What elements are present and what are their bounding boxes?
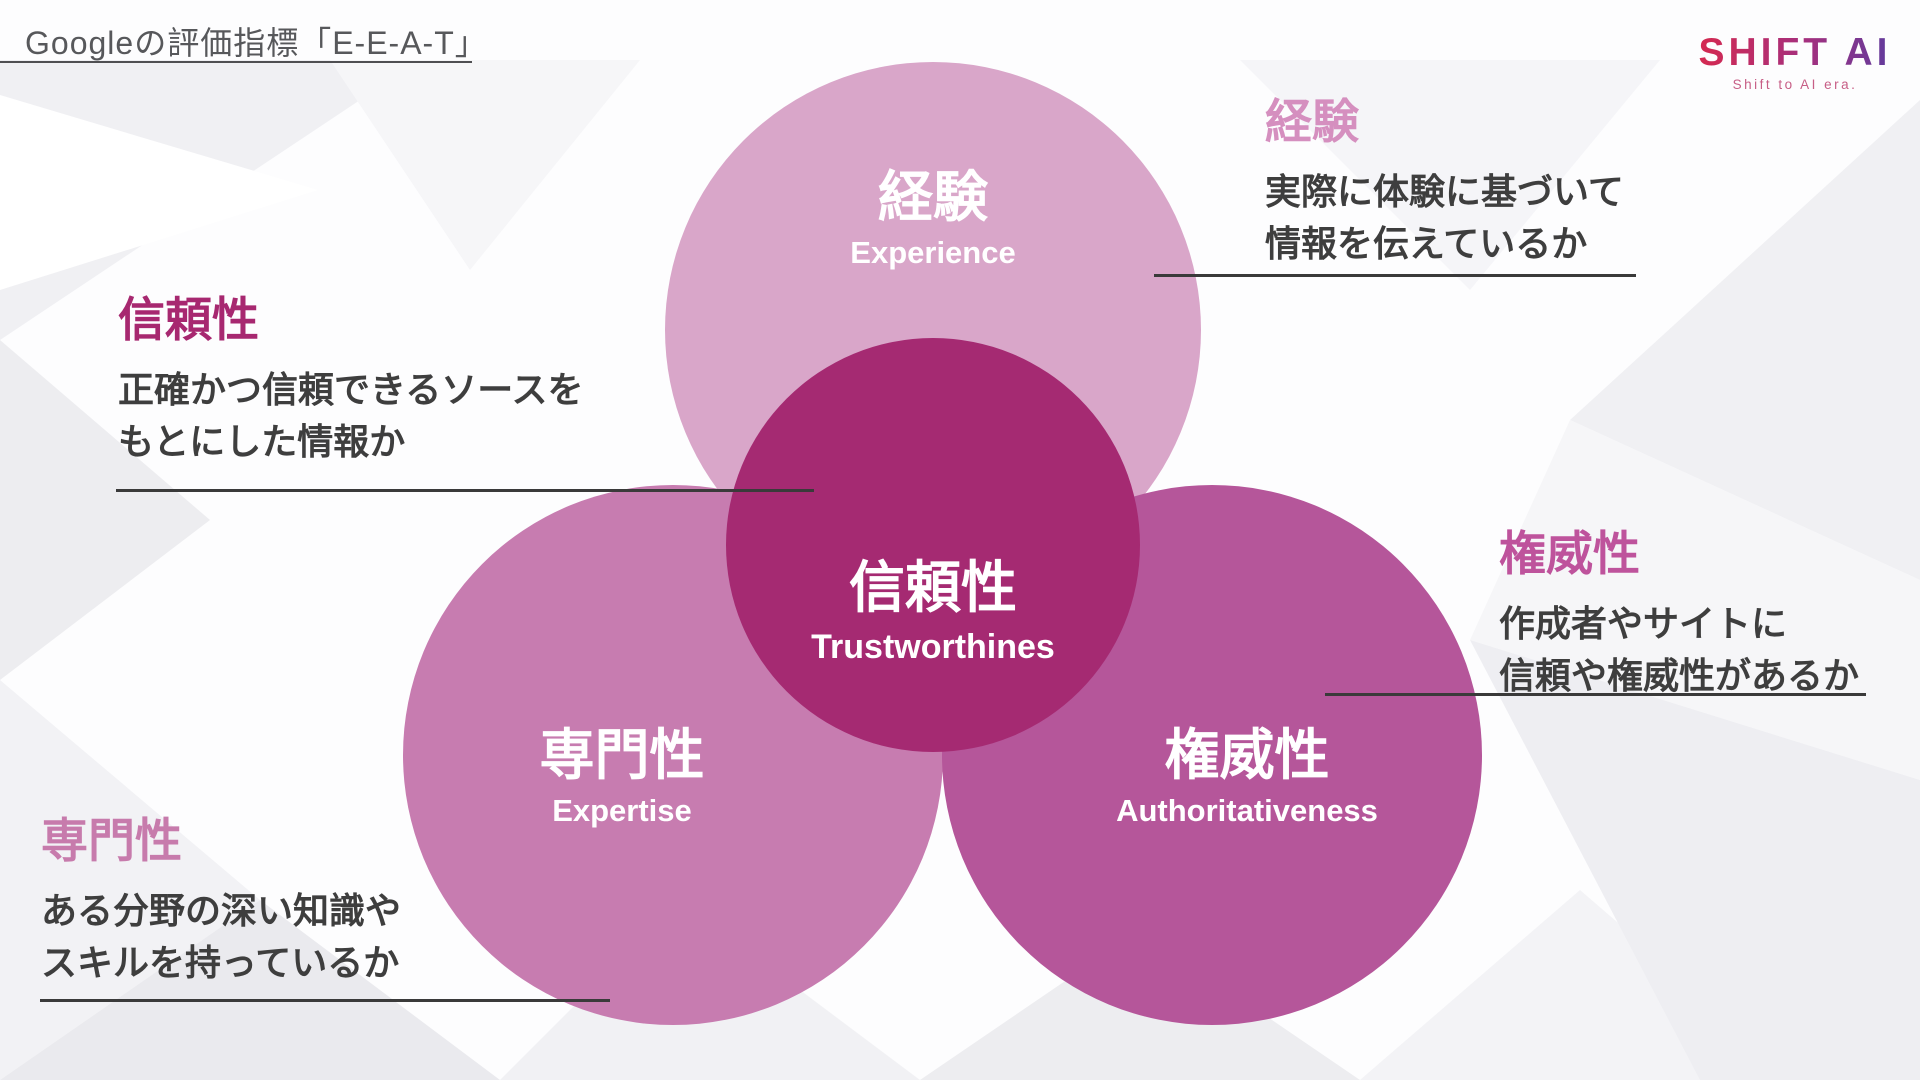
annotation-line: 信頼や権威性があるか: [1499, 654, 1860, 696]
title-underline: [0, 61, 472, 63]
circle-label-trustworthiness-jp: 信頼性: [849, 556, 1017, 619]
annotation-trustworthiness: 信頼性 正確かつ信頼できるソースを もとにした情報か: [118, 292, 583, 467]
annotation-experience-body: 実際に体験に基づいて 情報を伝えているか: [1265, 166, 1624, 268]
annotation-connector-trustworthiness: [116, 489, 814, 492]
circle-label-experience-en: Experience: [850, 235, 1016, 271]
annotation-authoritativeness-heading: 権威性: [1499, 527, 1640, 580]
shift-ai-logo: SHIFT AI Shift to AI era.: [1695, 32, 1895, 92]
circle-label-experience: 経験 Experience: [688, 166, 1178, 271]
logo-wordmark: SHIFT AI: [1695, 32, 1895, 74]
annotation-connector-authoritativeness: [1325, 693, 1866, 696]
annotation-trustworthiness-body: 正確かつ信頼できるソースを もとにした情報か: [118, 364, 583, 466]
circle-label-experience-jp: 経験: [877, 166, 988, 228]
circle-label-trustworthiness-en: Trustworthines: [811, 628, 1055, 667]
annotation-expertise-heading: 専門性: [41, 814, 182, 867]
annotation-line: もとにした情報か: [118, 420, 406, 462]
circle-label-authoritativeness-jp: 権威性: [1164, 724, 1330, 786]
annotation-line: ある分野の深い知識や: [41, 890, 402, 932]
annotation-expertise-body: ある分野の深い知識や スキルを持っているか: [41, 885, 401, 987]
circle-label-trustworthiness: 信頼性 Trustworthines: [688, 556, 1178, 667]
annotation-experience-heading: 経験: [1265, 95, 1359, 148]
annotation-connector-experience: [1154, 274, 1636, 277]
circle-label-expertise-en: Expertise: [552, 793, 692, 829]
annotation-line: 実際に体験に基づいて: [1265, 171, 1624, 213]
circle-label-authoritativeness-en: Authoritativeness: [1116, 793, 1378, 829]
annotation-authoritativeness: 権威性 作成者やサイトに 信頼や権威性があるか: [1499, 526, 1859, 701]
logo-tagline: Shift to AI era.: [1732, 76, 1858, 92]
annotation-line: 情報を伝えているか: [1265, 222, 1588, 264]
annotation-authoritativeness-body: 作成者やサイトに 信頼や権威性があるか: [1499, 598, 1859, 700]
circle-label-expertise-jp: 専門性: [539, 724, 705, 786]
annotation-line: スキルを持っているか: [41, 941, 400, 983]
annotation-line: 正確かつ信頼できるソースを: [118, 369, 584, 411]
circle-label-authoritativeness: 権威性 Authoritativeness: [1002, 724, 1492, 829]
annotation-connector-expertise: [40, 999, 610, 1002]
annotation-trustworthiness-heading: 信頼性: [118, 293, 259, 346]
circle-trustworthiness: [726, 338, 1140, 752]
annotation-experience: 経験 実際に体験に基づいて 情報を伝えているか: [1265, 94, 1624, 269]
annotation-line: 作成者やサイトに: [1499, 603, 1788, 645]
circle-label-expertise: 専門性 Expertise: [377, 724, 867, 829]
annotation-expertise: 専門性 ある分野の深い知識や スキルを持っているか: [41, 813, 401, 988]
page-title: Googleの評価指標「E-E-A-T」: [25, 25, 488, 61]
